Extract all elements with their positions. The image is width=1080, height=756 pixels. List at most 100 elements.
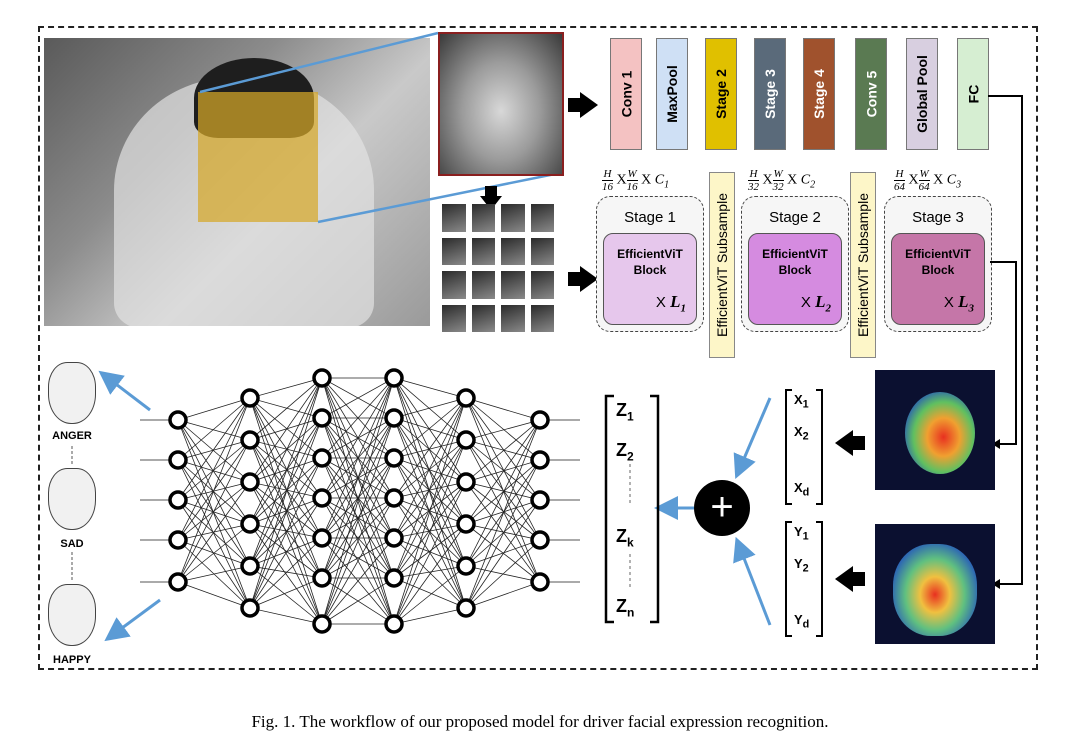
nn-connection [249, 607, 323, 625]
nn-node [384, 488, 404, 508]
layer-stage-3: Stage 3 [754, 38, 786, 150]
nn-connection [465, 499, 541, 525]
nn-node [168, 572, 188, 592]
nn-connection [465, 439, 541, 461]
nn-connection [393, 377, 467, 567]
nn-connection [465, 397, 541, 541]
nn-connection [393, 397, 467, 459]
nn-connection [393, 565, 467, 625]
nn-node [240, 514, 260, 534]
nn-connection [465, 459, 541, 609]
block-repeat-count: X L3 [943, 291, 974, 314]
nn-node [530, 530, 550, 550]
nn-connection [321, 417, 395, 625]
nn-node [530, 572, 550, 592]
nn-connection [249, 377, 323, 441]
nn-connection [321, 457, 395, 579]
nn-connection [465, 481, 541, 501]
y-vector-entry: Yd [794, 612, 810, 631]
nn-connection [465, 397, 541, 421]
z-vector-entry: Zn [616, 596, 635, 620]
nn-connection [249, 497, 323, 525]
nn-connection [465, 397, 541, 461]
nn-connection [465, 499, 541, 567]
nn-node [240, 598, 260, 618]
attention-heatmap-top [875, 370, 995, 490]
nn-connection [249, 417, 323, 483]
block-repeat-count: X L1 [655, 291, 686, 314]
stage-title: Stage 3 [912, 209, 964, 226]
x-vector-entry: Xd [794, 480, 810, 499]
nn-node [384, 408, 404, 428]
nn-connection [393, 439, 467, 625]
nn-node [168, 490, 188, 510]
nn-connection [393, 537, 467, 609]
nn-connection [249, 439, 323, 499]
nn-connection [249, 523, 323, 539]
nn-connection [393, 481, 467, 499]
nn-connection [393, 481, 467, 625]
nn-connection [465, 459, 541, 483]
layer-stage-2: Stage 2 [705, 38, 737, 150]
anger-mask-icon [48, 362, 96, 424]
nn-connection [249, 377, 323, 525]
nn-node [168, 450, 188, 470]
block-repeat-count: X L2 [800, 291, 831, 314]
nn-connection [393, 565, 467, 579]
nn-connection [393, 439, 467, 579]
nn-node [456, 598, 476, 618]
z-vector-brackets [604, 394, 660, 624]
nn-connection [393, 439, 467, 499]
nn-connection [465, 439, 541, 541]
nn-connection [249, 377, 323, 567]
nn-connection [465, 397, 541, 501]
z-vector-entry: Z1 [616, 400, 634, 424]
nn-connection [249, 457, 323, 483]
nn-connection [321, 377, 395, 625]
nn-connection [465, 459, 541, 525]
nn-connection [465, 419, 541, 567]
layer-conv-5: Conv 5 [855, 38, 887, 150]
layer-conv-1: Conv 1 [610, 38, 642, 150]
workflow-frame [38, 26, 1038, 670]
nn-node [240, 388, 260, 408]
nn-connection [393, 607, 467, 625]
nn-connection [249, 481, 323, 579]
nn-connection [321, 537, 395, 579]
nn-connection [249, 417, 323, 609]
nn-connection [321, 377, 395, 499]
emotion-label: SAD [60, 538, 84, 550]
nn-connection [177, 397, 251, 461]
cropped-face-image [438, 32, 564, 176]
attention-heatmap-bottom [875, 524, 995, 644]
nn-connection [321, 577, 395, 625]
nn-connection [465, 481, 541, 541]
nn-connection [321, 537, 395, 625]
nn-connection [177, 419, 251, 567]
nn-connection [249, 377, 323, 483]
nn-connection [393, 397, 467, 579]
nn-connection [393, 397, 467, 499]
nn-node [312, 488, 332, 508]
fusion-plus-icon: + [694, 480, 750, 536]
nn-connection [465, 419, 541, 483]
nn-node [240, 430, 260, 450]
nn-node [312, 568, 332, 588]
nn-connection [249, 565, 323, 579]
nn-connection [177, 499, 251, 567]
nn-node [312, 408, 332, 428]
arrow-right-icon [568, 92, 598, 118]
stage-title: Stage 1 [624, 209, 676, 226]
nn-connection [321, 377, 395, 419]
z-vector-entry: Z2 [616, 440, 634, 464]
nn-connection [177, 397, 251, 541]
sad-mask-icon [48, 468, 96, 530]
nn-node [384, 528, 404, 548]
nn-node [384, 614, 404, 634]
nn-connection [393, 457, 467, 525]
nn-connection [177, 397, 251, 501]
